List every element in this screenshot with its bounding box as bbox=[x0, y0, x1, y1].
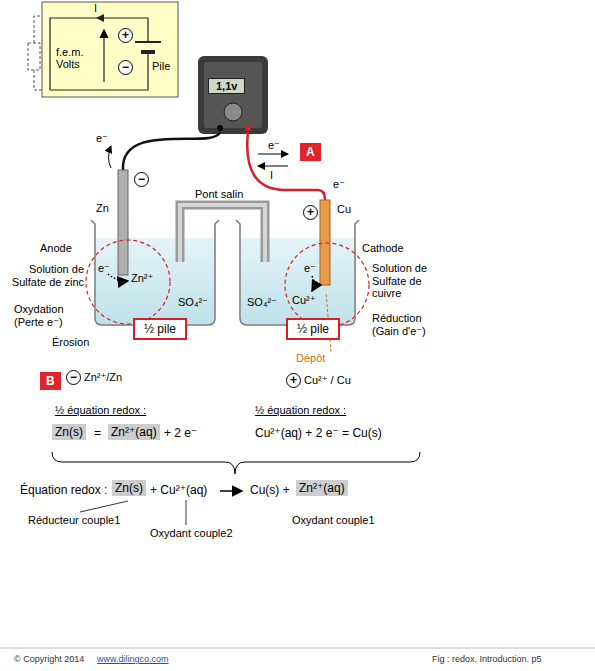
current-arrow bbox=[258, 166, 288, 167]
text-label: Zn²⁺/Zn bbox=[84, 371, 122, 384]
probe-socket bbox=[217, 125, 223, 131]
leader-line bbox=[186, 500, 187, 525]
multimeter-face bbox=[204, 62, 262, 128]
electron-arrow bbox=[258, 154, 288, 155]
probe-socket bbox=[245, 125, 251, 131]
leader-line bbox=[80, 501, 128, 512]
text-label: e⁻ bbox=[268, 139, 280, 152]
text-label: = bbox=[94, 427, 101, 441]
black-wire bbox=[123, 132, 220, 170]
text-label: Fig : redox. Introduction. p5 bbox=[432, 654, 542, 664]
zinc-electrode bbox=[118, 170, 128, 275]
polarity-sign: − bbox=[134, 172, 149, 187]
callout-letter: B bbox=[40, 372, 61, 390]
species-box: Zn²⁺(aq) bbox=[108, 424, 160, 440]
species-box: Zn²⁺(aq) bbox=[296, 480, 348, 496]
red-wire bbox=[247, 132, 325, 200]
callout-letter: A bbox=[300, 143, 321, 161]
polarity-sign: − bbox=[66, 370, 81, 385]
salt-bridge-core bbox=[180, 205, 265, 262]
text-label: Anode bbox=[40, 242, 72, 255]
multimeter bbox=[198, 56, 268, 134]
node-text: Zn²⁺(aq) bbox=[299, 481, 345, 495]
text-label: Pont salin bbox=[195, 188, 243, 201]
node-text: ½ pile bbox=[297, 322, 329, 336]
text-label: SO₄²⁻ bbox=[247, 296, 277, 309]
node-text: Zn²⁺(aq) bbox=[111, 425, 157, 439]
salt-bridge bbox=[180, 205, 265, 262]
text-label: ½ équation redox : bbox=[255, 404, 346, 417]
text-label: Équation redox : bbox=[20, 484, 107, 498]
beaker bbox=[91, 220, 219, 325]
text-label: Solution de Sulfate de zinc bbox=[4, 263, 84, 288]
text-label: Oxydant couple1 bbox=[292, 514, 375, 527]
polarity-sign: + bbox=[286, 373, 301, 388]
half-cell-zone bbox=[285, 243, 369, 327]
beaker bbox=[236, 220, 359, 325]
text-label: I bbox=[94, 2, 97, 15]
text-label: Zn²⁺ bbox=[131, 272, 153, 285]
zinc-solution bbox=[96, 238, 214, 324]
node-text: Zn(s) bbox=[55, 425, 83, 439]
node-text: 1,1v bbox=[216, 80, 237, 92]
text-label: Cathode bbox=[362, 242, 404, 255]
text-label: SO₄²⁻ bbox=[178, 296, 208, 309]
node-text: f.e.m. Volts bbox=[56, 46, 100, 70]
battery-plate bbox=[141, 50, 155, 54]
node-text: A bbox=[306, 145, 315, 159]
multimeter-dial bbox=[224, 103, 242, 121]
text-label: Érosion bbox=[52, 336, 89, 349]
text-label: Cu²⁺(aq) + 2 e⁻ = Cu(s) bbox=[255, 427, 382, 441]
inset-ground bbox=[42, 2, 178, 97]
text-label: e⁻ bbox=[304, 262, 316, 275]
polarity-sign: + bbox=[118, 28, 133, 43]
node-text: Zn(s) bbox=[115, 481, 143, 495]
inset-panel: f.e.m. VoltsPile bbox=[42, 2, 178, 97]
node-text: ½ pile bbox=[144, 322, 176, 336]
text-label: e⁻ bbox=[96, 132, 108, 145]
text-label: Cu(s) + bbox=[250, 484, 290, 498]
text-label: Réducteur couple1 bbox=[28, 514, 120, 527]
half-cell-box: ½ pile bbox=[133, 318, 187, 340]
electron-arrow bbox=[109, 146, 112, 168]
brace bbox=[52, 452, 420, 474]
reaction-arrow bbox=[220, 490, 242, 492]
battery-plate bbox=[135, 41, 161, 43]
node-text: B bbox=[46, 374, 55, 388]
species-box: Zn(s) bbox=[112, 480, 146, 496]
polarity-sign: − bbox=[118, 60, 133, 75]
resistor-symbol bbox=[28, 43, 40, 70]
current-arrow bbox=[96, 14, 104, 22]
text-label: Réduction (Gain d'e⁻) bbox=[372, 312, 444, 337]
text-label: Oxydant couple2 bbox=[150, 527, 233, 540]
text-label: e⁻ bbox=[98, 262, 110, 275]
species-box: Zn(s) bbox=[52, 424, 86, 440]
copper-solution bbox=[241, 238, 354, 324]
half-cell-box: ½ pile bbox=[286, 318, 340, 340]
text-label: © Copyright 2014 bbox=[14, 654, 84, 664]
text-label: ½ équation redox : bbox=[55, 404, 146, 417]
polarity-sign: + bbox=[303, 205, 318, 220]
text-label: Solution de Sulfate de cuivre bbox=[372, 262, 452, 300]
text-label: e⁻ bbox=[333, 178, 345, 191]
external-wire bbox=[34, 16, 42, 90]
text-label: www.dilingco.com bbox=[97, 654, 169, 664]
text-label: Cu bbox=[337, 203, 351, 216]
electron-path bbox=[108, 274, 128, 281]
text-label: Zn bbox=[96, 202, 109, 215]
meter-display: 1,1v bbox=[208, 78, 245, 94]
inset-wire bbox=[50, 18, 148, 90]
text-label: Cu²⁺ / Cu bbox=[304, 374, 351, 387]
emf-arrow bbox=[103, 30, 104, 82]
half-cell-zone bbox=[86, 240, 170, 324]
text-label: Dépôt bbox=[296, 352, 325, 365]
text-label: + 2 e⁻ bbox=[164, 427, 197, 441]
text-label: Oxydation (Perte e⁻) bbox=[14, 303, 84, 328]
text-label: + Cu²⁺(aq) bbox=[150, 484, 207, 498]
footer-rule bbox=[0, 648, 595, 649]
text-label: I bbox=[270, 169, 273, 182]
node-text: Pile bbox=[152, 60, 170, 72]
electron-path bbox=[312, 276, 314, 291]
text-label: Cu²⁺ bbox=[292, 294, 316, 307]
